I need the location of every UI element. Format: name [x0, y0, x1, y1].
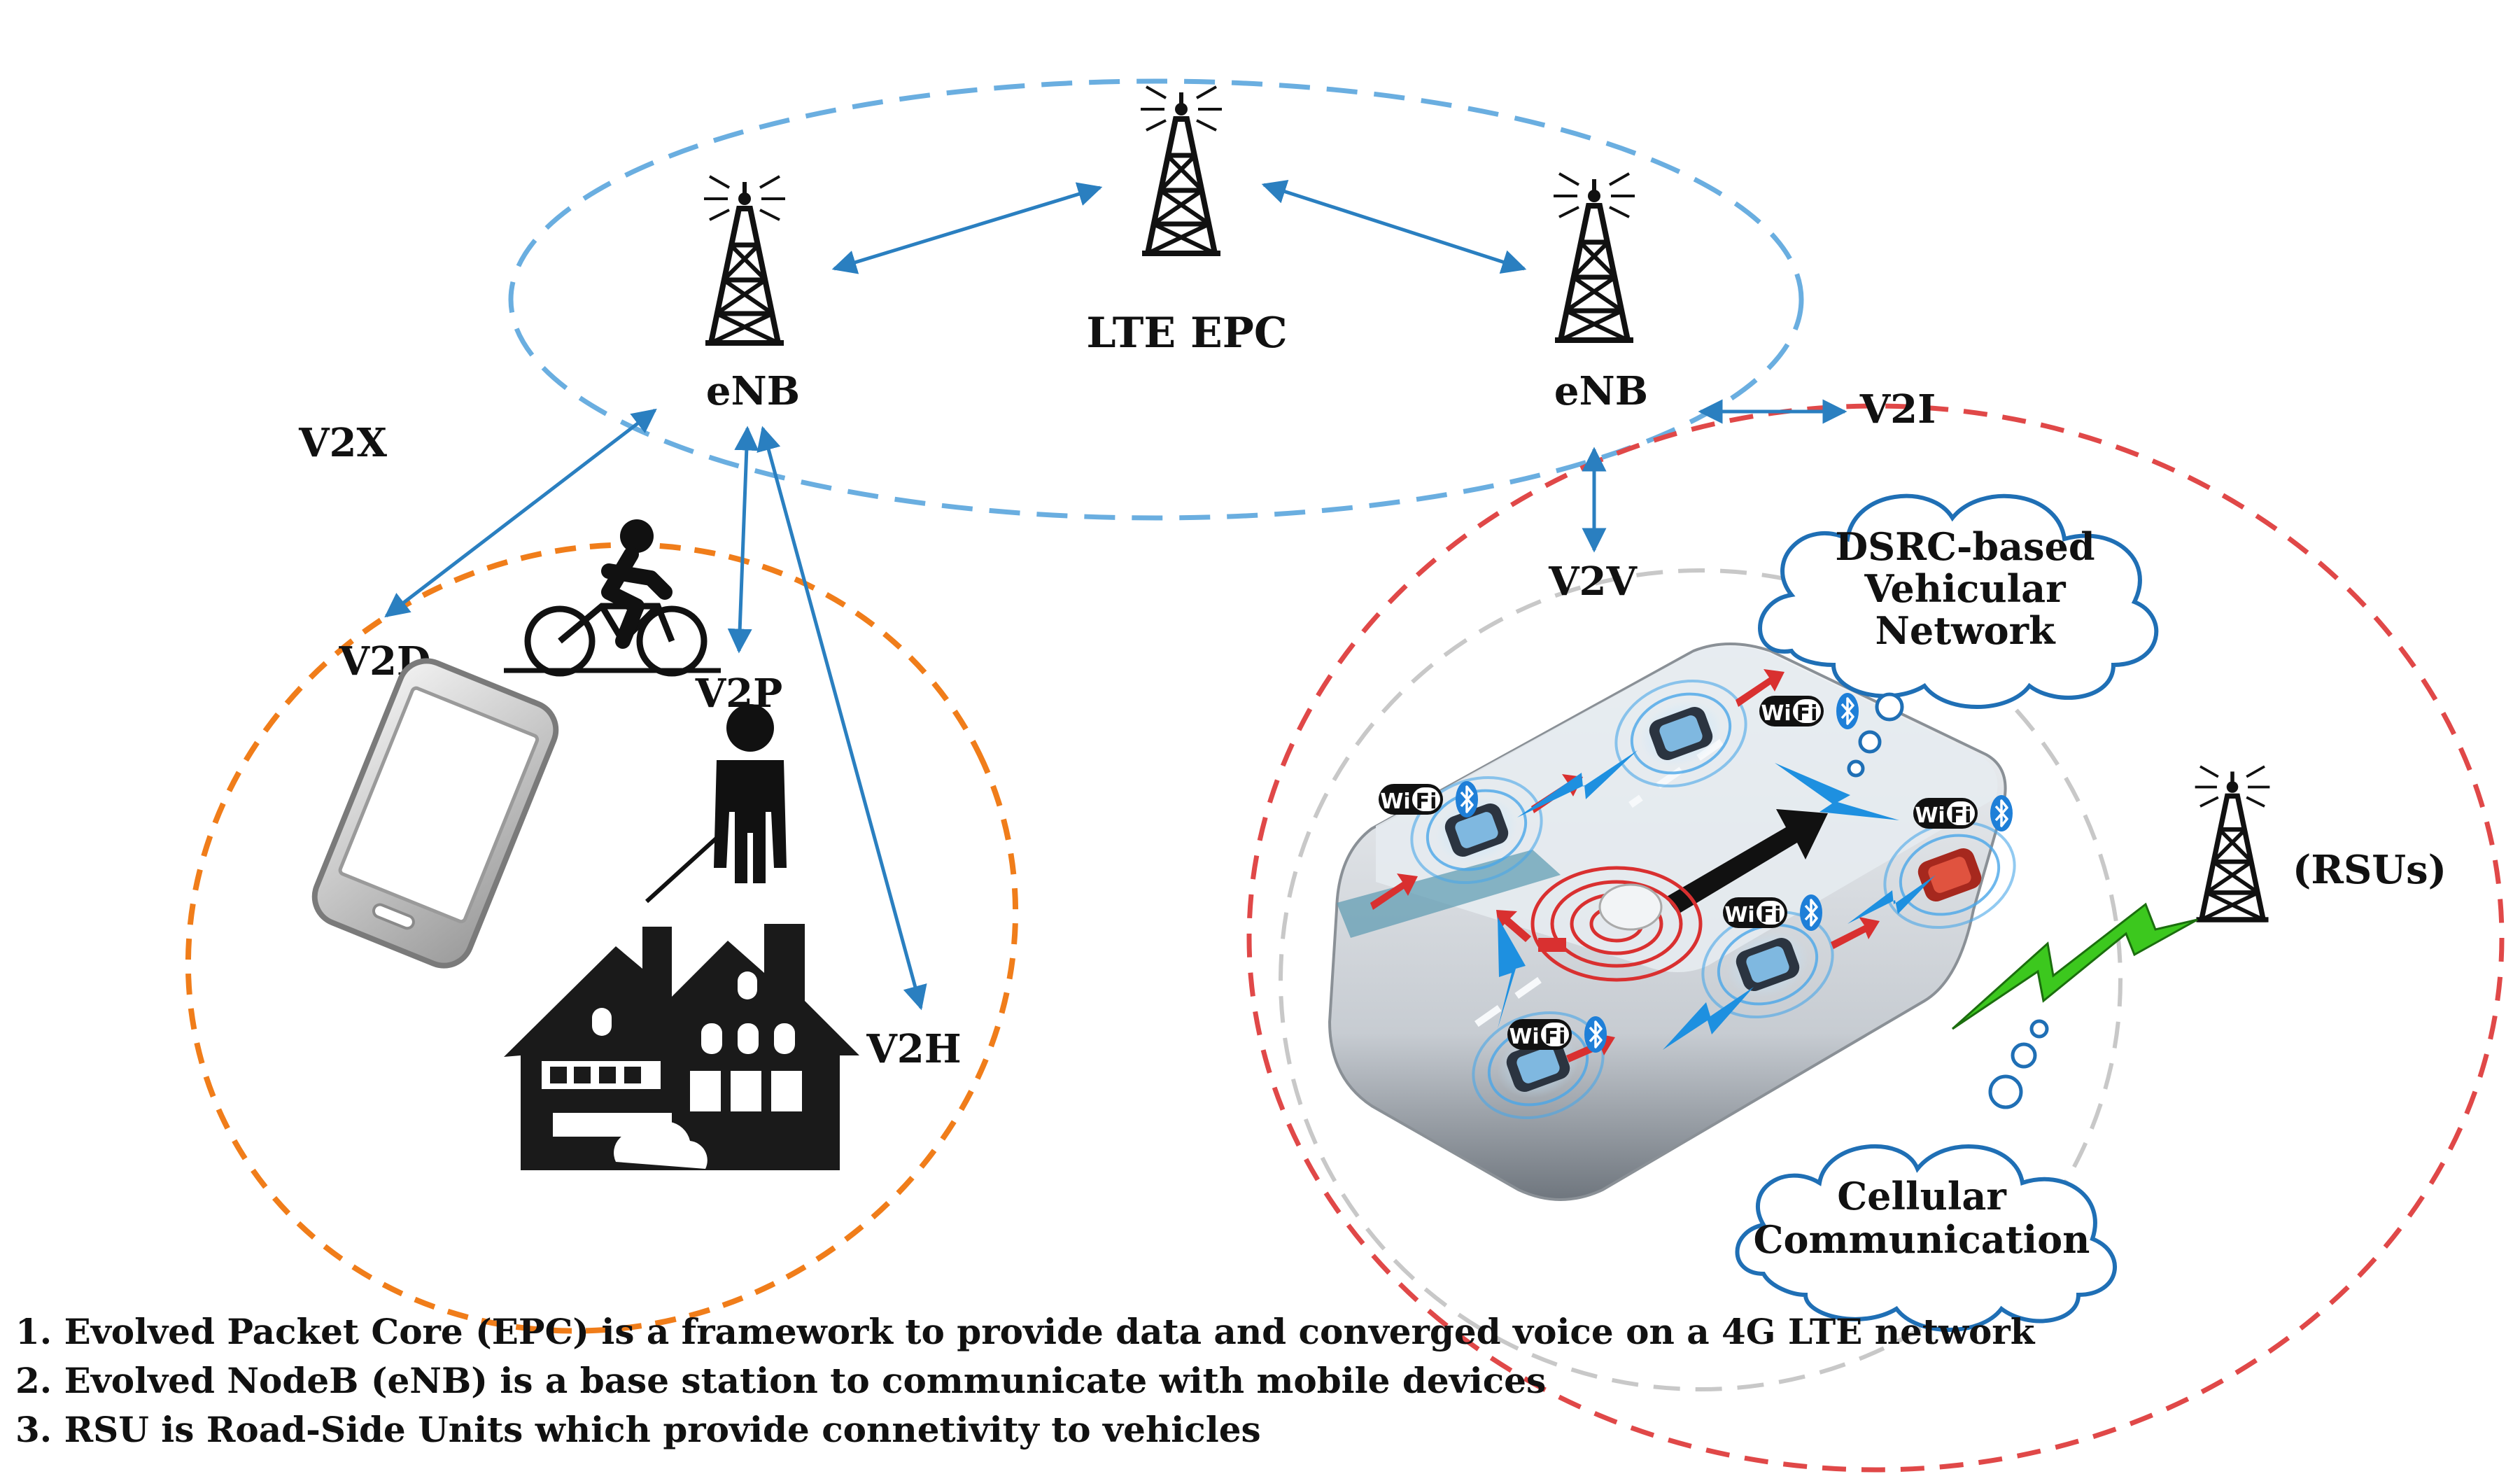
footnote-rsu: 3. RSU is Road-Side Units which provide …: [15, 1409, 1261, 1450]
cellular-lightning: [1951, 902, 2198, 1030]
cellular-cloud-line: Cellular: [1837, 1174, 2006, 1219]
v2v-lightning: [1498, 750, 1936, 1050]
enb-left-label: eNB: [706, 368, 800, 414]
wifi-label: Fi: [1796, 701, 1818, 726]
red-marker: [1538, 938, 1566, 952]
wifi-bluetooth-badge: Wi Fi: [1723, 893, 1824, 932]
bluetooth-icon: [1835, 692, 1860, 731]
cellular-cloud-line: Communication: [1754, 1217, 2090, 1262]
wifi-label: Fi: [1544, 1025, 1566, 1049]
dsrc-cloud-line: Network: [1875, 608, 2056, 653]
wifi-label: Wi: [1761, 701, 1791, 726]
road-platform: [1328, 643, 2007, 1201]
lte-epc-label: LTE EPC: [1086, 309, 1287, 358]
dsrc-cloud-line: Vehicular: [1864, 566, 2066, 611]
connection-arrows: [384, 180, 1847, 1011]
wifi-bluetooth-badge: Wi Fi: [1913, 794, 2014, 833]
cyclist-icon: [504, 519, 721, 677]
wifi-bluetooth-badge: Wi Fi: [1507, 1015, 1608, 1054]
house-icon: [504, 924, 859, 1170]
pedestrian-icon: [645, 704, 787, 904]
enb-right-label: eNB: [1554, 368, 1648, 414]
bluetooth-icon: [1799, 893, 1824, 932]
cellular-cloud: Cellular Communication: [1735, 1019, 2117, 1332]
arrow-v2p: [727, 426, 759, 654]
rsu-tower-icon: [2195, 766, 2270, 922]
footnotes: 1. Evolved Packet Core (EPC) is a framew…: [15, 1307, 2034, 1454]
wifi-label: Wi: [1724, 903, 1754, 927]
central-node-icon: [1598, 883, 1663, 931]
wifi-bluetooth-badge: Wi Fi: [1759, 692, 1860, 731]
arrow-v2d: [384, 408, 657, 618]
lte-epc-tower-icon: [1141, 87, 1222, 256]
wifi-label: Fi: [1416, 789, 1437, 814]
dsrc-cloud: DSRC-based Vehicular Network: [1758, 493, 2159, 778]
core-network-ellipse: [508, 78, 1804, 521]
v2h-label: V2H: [866, 1026, 961, 1072]
wifi-bluetooth-badge: Wi Fi: [1379, 780, 1479, 819]
v2x-label: V2X: [298, 420, 387, 466]
enb-right-tower-icon: [1554, 174, 1635, 343]
footnote-epc: 1. Evolved Packet Core (EPC) is a framew…: [15, 1311, 2035, 1352]
enb-left-tower-icon: [704, 176, 785, 346]
inner-range-ellipse: [1279, 568, 2123, 1391]
arrow-epc-enb: [1261, 180, 1527, 274]
arrow-enb-epc: [831, 182, 1103, 274]
footnote-enb: 2. Evolved NodeB (eNB) is a base station…: [15, 1360, 1547, 1401]
wifi-label: Fi: [1760, 903, 1782, 927]
wifi-label: Wi: [1509, 1025, 1539, 1049]
bluetooth-icon: [1583, 1015, 1608, 1054]
rsus-label: (RSUs): [2293, 847, 2447, 893]
v2v-label: V2V: [1548, 559, 1638, 605]
wifi-label: Fi: [1950, 803, 1972, 828]
bluetooth-icon: [1989, 794, 2014, 833]
smartphone-icon: [311, 658, 559, 969]
dsrc-cloud-line: DSRC-based: [1835, 524, 2095, 569]
arrow-v2h: [756, 426, 927, 1011]
direction-arrow: [1666, 809, 1828, 914]
wifi-label: Wi: [1380, 789, 1410, 814]
v2i-label: V2I: [1859, 386, 1936, 433]
wifi-label: Wi: [1915, 803, 1945, 828]
bluetooth-icon: [1454, 780, 1479, 819]
vehicular-network-ellipse: [1246, 403, 2505, 1473]
